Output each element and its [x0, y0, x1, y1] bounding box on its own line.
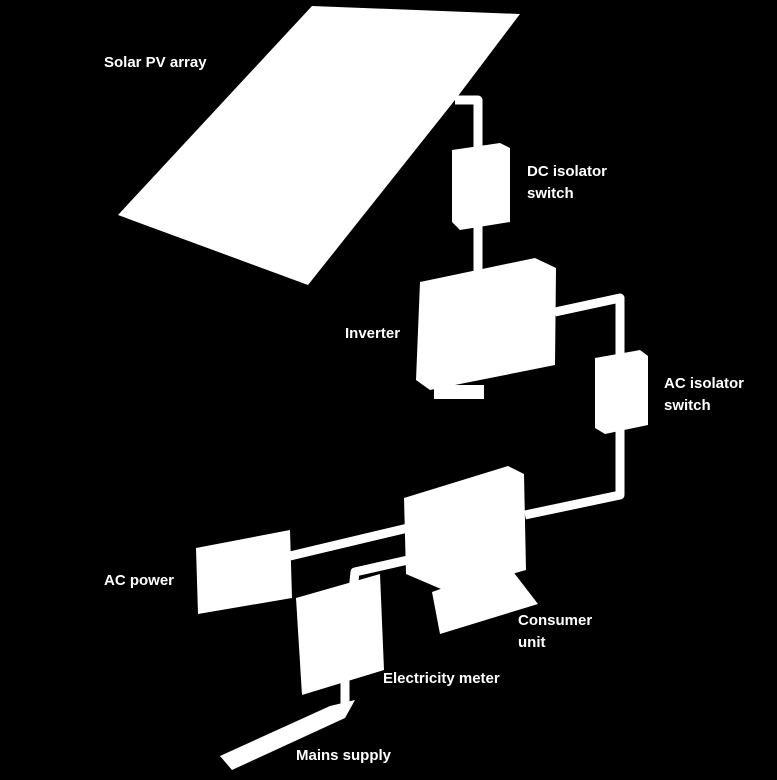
- label-dc-isolator-line2: switch: [527, 185, 574, 202]
- label-solar-pv-array: Solar PV array: [104, 54, 207, 71]
- cable-ac-isolator-to-consumer-unit: [524, 430, 625, 520]
- label-consumer-unit-line2: unit: [518, 634, 546, 651]
- label-dc-isolator-line1: DC isolator: [527, 163, 608, 180]
- dc-isolator-switch: [452, 143, 510, 230]
- label-ac-isolator-line2: switch: [664, 397, 711, 414]
- label-consumer-unit: Consumer unit: [518, 610, 592, 654]
- label-ac-isolator-switch: AC isolator switch: [664, 373, 744, 417]
- cable-array-to-dc-isolator: [455, 95, 483, 148]
- label-inverter: Inverter: [345, 325, 401, 342]
- inverter-unit: [416, 258, 556, 390]
- label-consumer-unit-line1: Consumer: [518, 612, 593, 629]
- label-dc-isolator-switch: DC isolator switch: [527, 161, 607, 205]
- label-ac-isolator-line1: AC isolator: [664, 375, 745, 392]
- ac-power-socket: [196, 530, 292, 614]
- inverter-base: [434, 385, 484, 399]
- ac-isolator-switch: [595, 350, 648, 434]
- consumer-unit: [404, 466, 526, 592]
- label-mains-supply: Mains supply: [296, 747, 392, 764]
- electricity-meter: [296, 574, 384, 695]
- cables: [288, 95, 625, 705]
- cable-inverter-to-ac-isolator: [554, 293, 625, 355]
- cable-consumer-unit-to-ac-power: [288, 523, 410, 561]
- mains-supply-cable: [220, 700, 355, 770]
- solar-pv-array: [118, 6, 520, 285]
- label-ac-power: AC power: [104, 572, 175, 589]
- label-electricity-meter: Electricity meter: [383, 670, 500, 687]
- consumer-unit-cover: [432, 565, 538, 634]
